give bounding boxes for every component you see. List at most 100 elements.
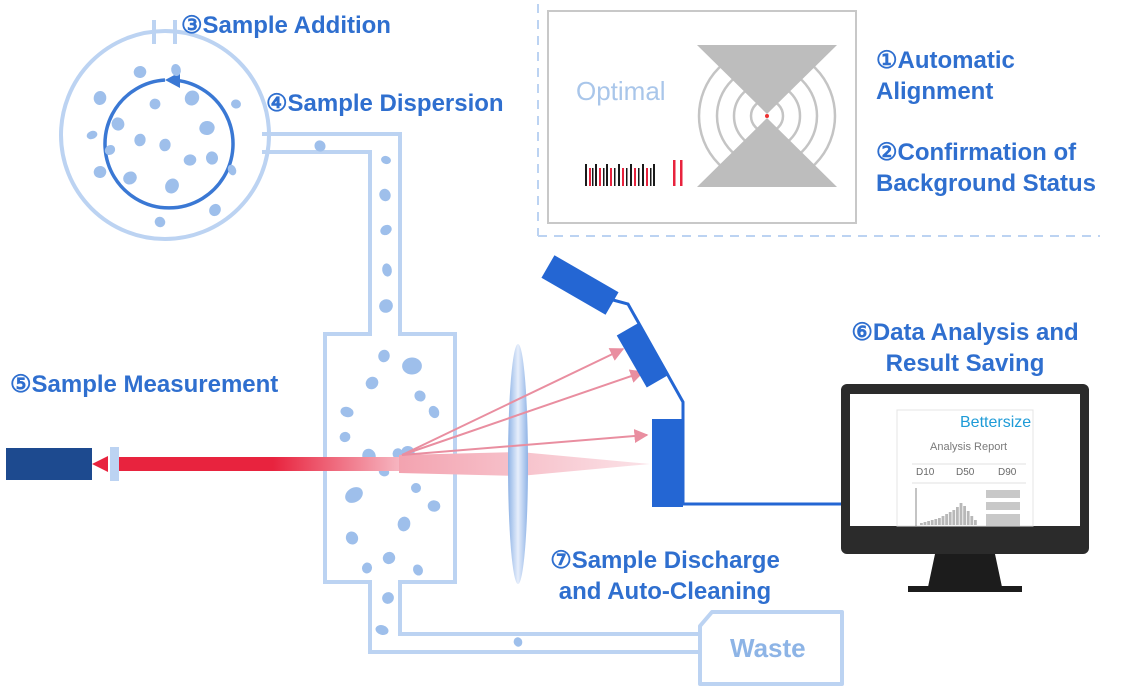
laser-source	[6, 447, 119, 481]
signal-bar	[614, 168, 616, 186]
report-brand: Bettersize	[960, 414, 1032, 431]
signal-bar	[592, 168, 594, 186]
particle	[361, 562, 373, 574]
step-background-status-label: ②Confirmation of Background Status	[876, 137, 1096, 199]
scatter-arrows	[401, 348, 649, 456]
histogram-bar	[956, 507, 959, 525]
step-data-analysis-label: ⑥Data Analysis and Result Saving	[836, 317, 1094, 379]
particle	[165, 178, 179, 194]
histogram-bar	[941, 516, 945, 525]
signal-bar	[630, 164, 632, 186]
particle	[381, 155, 391, 165]
particle	[382, 263, 392, 277]
histogram-bar	[934, 519, 938, 525]
histogram-bar	[974, 520, 977, 525]
report-column-d10: D10	[916, 467, 935, 478]
particle	[397, 516, 411, 532]
particle	[205, 151, 219, 165]
report-column-d50: D50	[956, 467, 975, 478]
signal-bar	[650, 168, 652, 186]
alignment-panel-divider	[537, 4, 1100, 237]
step-data-analysis-line2: Result Saving	[885, 350, 1045, 377]
signal-bar	[626, 168, 628, 186]
signal-marker	[673, 160, 683, 186]
particle	[379, 299, 393, 313]
signal-bar	[595, 164, 597, 186]
particle	[183, 154, 197, 166]
histogram-bar	[963, 506, 966, 525]
particle	[345, 487, 363, 503]
particle	[209, 203, 221, 217]
particle	[413, 564, 423, 576]
particle	[365, 376, 379, 390]
particle	[123, 171, 137, 185]
step-automatic-alignment-line1: ①Automatic	[876, 47, 1015, 74]
computer-monitor	[841, 384, 1089, 592]
particle	[154, 216, 166, 228]
focusing-lens	[508, 344, 528, 584]
step-sample-addition-label: ③Sample Addition	[181, 12, 391, 39]
particle	[227, 164, 237, 176]
particle	[159, 138, 171, 152]
histogram-bar	[970, 516, 974, 525]
particle	[93, 166, 107, 178]
signal-bar	[642, 164, 644, 186]
step-background-status-line2: Background Status	[876, 170, 1097, 197]
histogram-bar	[948, 512, 952, 525]
signal-bar	[622, 168, 624, 186]
histogram-bar	[959, 503, 963, 525]
signal-bar	[646, 168, 648, 186]
particle	[402, 357, 422, 375]
detector-array	[541, 255, 843, 507]
particle	[111, 117, 125, 131]
particle	[378, 349, 390, 363]
signal-bar	[589, 168, 591, 186]
signal-barcode	[585, 164, 655, 186]
waste-container	[698, 610, 844, 686]
signal-bar	[606, 164, 608, 186]
particle	[379, 188, 391, 202]
histogram-bar	[923, 522, 927, 525]
particle	[184, 90, 200, 106]
signal-bar	[638, 168, 640, 186]
particle	[513, 637, 523, 647]
signal-bar	[610, 168, 612, 186]
particle	[93, 91, 107, 105]
alignment-rings	[697, 45, 837, 187]
signal-bar	[603, 168, 605, 186]
particle	[414, 390, 426, 402]
particle	[314, 140, 326, 152]
histogram-bar	[930, 520, 934, 525]
histogram-bar	[945, 514, 948, 525]
particle	[133, 66, 147, 78]
particle	[340, 406, 354, 418]
report-column-d90: D90	[998, 467, 1017, 478]
alignment-panel	[547, 10, 857, 224]
particle	[231, 99, 241, 109]
step-background-status-line1: ②Confirmation of	[876, 139, 1077, 166]
particle	[171, 64, 181, 76]
signal-bar	[618, 164, 620, 186]
particle	[375, 625, 389, 635]
particle	[428, 405, 440, 419]
histogram-bar	[952, 510, 956, 525]
step-sample-measurement-label: ⑤Sample Measurement	[10, 371, 279, 398]
step-data-analysis-line1: ⑥Data Analysis and	[851, 319, 1079, 346]
particle	[382, 551, 396, 565]
step-sample-discharge-label: ⑦Sample Discharge and Auto-Cleaning	[526, 545, 804, 607]
particle	[382, 592, 394, 604]
step-sample-dispersion-label: ④Sample Dispersion	[266, 90, 504, 117]
particle	[380, 224, 392, 236]
particle	[104, 144, 116, 156]
step-automatic-alignment-line2: Alignment	[876, 78, 994, 105]
histogram-bar	[966, 511, 970, 525]
histogram-bar	[920, 523, 923, 525]
particle	[149, 98, 161, 110]
sample-particles	[86, 64, 523, 647]
particle	[411, 483, 421, 493]
particle	[86, 130, 98, 140]
particle	[339, 431, 351, 443]
rotation-arrow	[103, 72, 235, 210]
alignment-status-text: Optimal	[576, 76, 666, 106]
